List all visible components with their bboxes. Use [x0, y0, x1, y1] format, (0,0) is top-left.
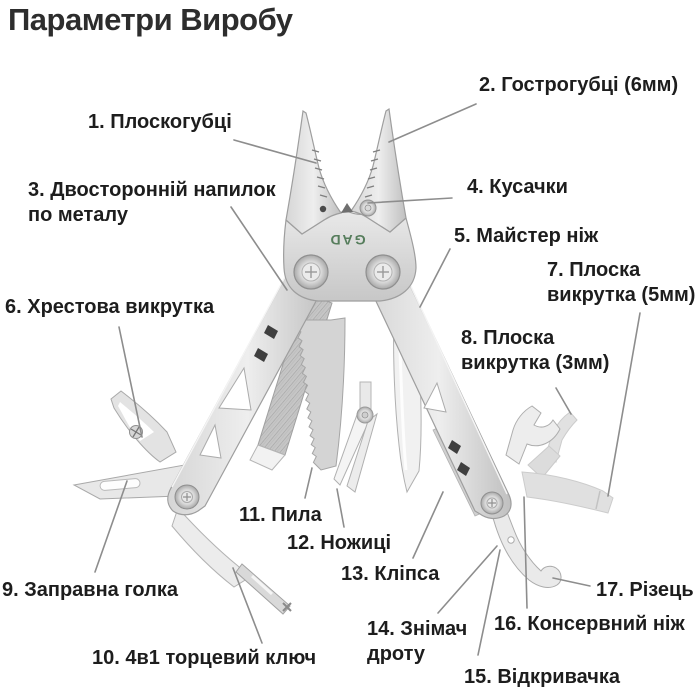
callout-refill-needle: 9. Заправна голка [2, 579, 178, 601]
leader-line-17 [552, 577, 591, 587]
brand-logo: GAD [328, 232, 365, 248]
leader-line-2 [388, 103, 477, 143]
flat-screwdriver-5mm [521, 471, 614, 514]
callout-socket-wrench: 10. 4в1 торцевий ключ [92, 647, 317, 669]
saw [294, 317, 346, 471]
leader-line-8 [555, 387, 572, 415]
leader-line-14 [437, 545, 498, 614]
callout-bottle-opener: 15. Відкривачка [464, 666, 620, 688]
phillips-screwdriver [110, 390, 177, 463]
wire-stripper-notch [507, 536, 515, 544]
callout-master-knife: 5. Майстер ніж [454, 225, 599, 247]
handle-right [365, 263, 512, 520]
callout-needle-nose-tips: 2. Гострогубці (6мм) [479, 74, 679, 96]
leader-line-7 [607, 312, 641, 497]
jaw-serrations-right [364, 149, 381, 198]
jaw-pivot-screw [359, 199, 377, 217]
leader-line-6 [118, 326, 143, 438]
leader-lines [94, 103, 641, 656]
leader-line-3 [230, 206, 288, 291]
callout-pliers: 1. Плоскогубці [88, 111, 232, 133]
socket-wrench-4in1 [171, 507, 292, 615]
page-title: Параметри Виробу [8, 2, 293, 37]
plier-jaw-right [349, 107, 407, 233]
leader-line-4 [367, 197, 453, 204]
pivot-screw-left [293, 254, 329, 290]
scissors [333, 381, 378, 493]
callout-scissors: 12. Ножиці [287, 532, 392, 554]
pivot-screw-right [365, 254, 401, 290]
leader-line-9 [94, 480, 128, 573]
wire-cutters-notch [319, 203, 353, 213]
jaw-serrations-left [311, 149, 328, 198]
plier-jaw-left [285, 109, 343, 235]
callout-wire-cutters: 4. Кусачки [467, 176, 568, 198]
callout-saw: 11. Пила [239, 504, 322, 526]
leader-line-10 [232, 567, 263, 644]
leader-line-15 [477, 549, 501, 656]
leader-line-12 [336, 488, 345, 528]
pivot-screw-left-end [174, 484, 200, 510]
leader-line-11 [304, 467, 313, 499]
callout-cutter: 17. Різець [596, 579, 694, 601]
leader-line-1 [233, 139, 317, 164]
leader-line-5 [419, 248, 451, 308]
can-opener [505, 405, 561, 465]
callout-phillips-screwdriver: 6. Хрестова викрутка [5, 296, 215, 318]
callout-can-opener: 16. Консервний ніж [494, 613, 685, 635]
leader-line-13 [412, 491, 444, 559]
bottle-opener [491, 511, 562, 588]
callout-clip: 13. Кліпса [341, 563, 440, 585]
pivot-screw-right-end [480, 491, 504, 515]
leader-line-16 [523, 496, 528, 609]
